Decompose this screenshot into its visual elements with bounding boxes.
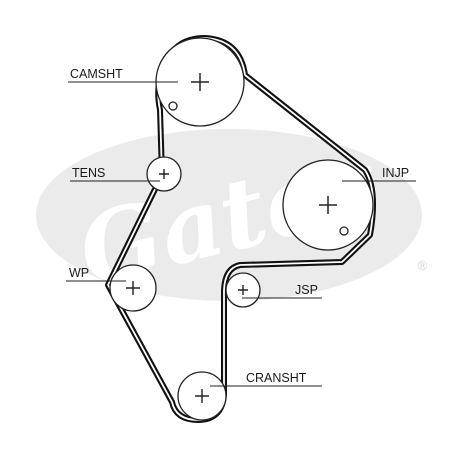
label-camshaft: CAMSHT (70, 67, 123, 81)
label-jackshaft: JSP (295, 283, 318, 297)
timing-mark-hole (339, 226, 349, 236)
timing-belt (105, 35, 376, 423)
leader-lines (66, 81, 416, 387)
label-crankshaft: CRANSHT (246, 371, 307, 385)
registered-mark: ® (416, 259, 429, 274)
label-water-pump: WP (69, 266, 89, 280)
center-cross-icon (126, 281, 140, 295)
label-tensioner: TENS (72, 166, 105, 180)
center-cross-icon (159, 169, 169, 179)
jackshaft-pulley (225, 272, 261, 308)
center-cross-icon (191, 73, 209, 91)
belt-inner-line (107, 37, 374, 421)
tensioner-pulley (146, 156, 182, 192)
center-cross-icon (195, 389, 209, 403)
label-injection-pump: INJP (382, 166, 409, 180)
center-cross-icon (238, 285, 248, 295)
water-pump-pulley (109, 264, 157, 312)
crankshaft-pulley (177, 371, 227, 421)
timing-mark-hole (168, 101, 178, 111)
center-cross-icon (319, 196, 337, 214)
injection-pump-pulley (282, 159, 374, 251)
